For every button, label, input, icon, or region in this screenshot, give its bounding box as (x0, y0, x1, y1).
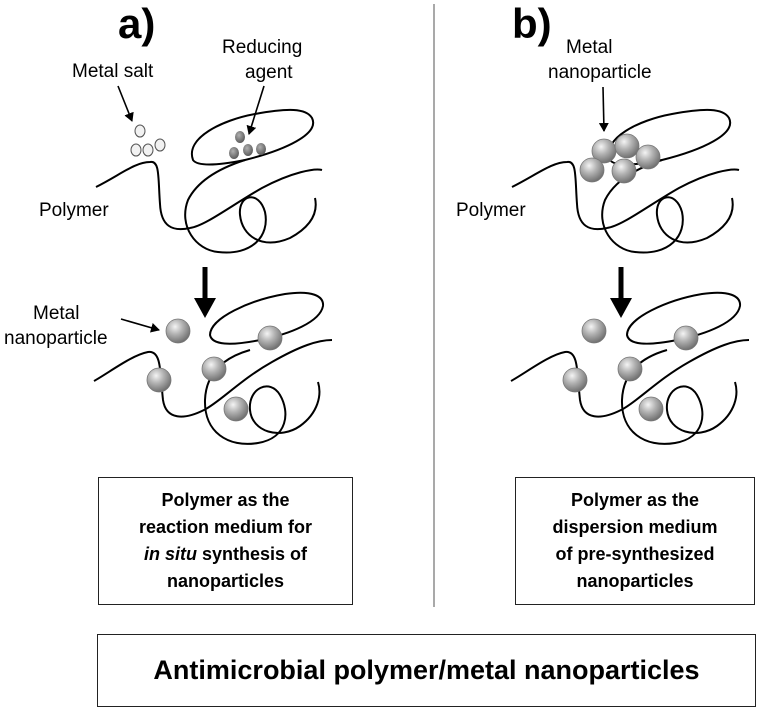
caption-a-line3: in situ synthesis of (144, 541, 307, 568)
caption-b-line3: of pre-synthesized (555, 544, 715, 564)
nanoparticle (257, 325, 283, 351)
nanoparticle (146, 367, 172, 393)
caption-a-line3-rest: synthesis of (196, 544, 308, 564)
nanoparticle (223, 396, 249, 422)
caption-a-line2: reaction medium for (138, 517, 313, 537)
metal-salt-dots (130, 124, 166, 157)
nanoparticles-b (562, 318, 699, 422)
nanoparticle-arrow-a (120, 318, 160, 333)
nanoparticle (673, 325, 699, 351)
nanoparticles-a (146, 318, 283, 422)
polymer-chains-b-bottom (510, 291, 750, 445)
polymer-label-b: Polymer (456, 200, 526, 221)
nanoparticle (638, 396, 664, 422)
caption-b-line4: nanoparticles (576, 571, 694, 591)
nanoparticles-b-cluster (579, 133, 661, 184)
metal-salt-arrow (117, 85, 134, 122)
nanoparticle (562, 367, 588, 393)
caption-box-in-situ: Polymer as the reaction medium for in si… (98, 477, 353, 605)
nanoparticle (165, 318, 191, 344)
nanoparticle (581, 318, 607, 344)
nanoparticle-label-a-line1: Metal (33, 303, 79, 324)
polymer-chains-a-top (95, 108, 323, 254)
reducing-agent-arrow (246, 85, 265, 135)
reducing-agent-label-line1: Reducing (222, 37, 302, 58)
caption-b-line2: dispersion medium (552, 517, 718, 537)
footer-title-box: Antimicrobial polymer/metal nanoparticle… (97, 634, 756, 707)
polymer-chains-a-bottom (93, 291, 333, 445)
polymer-label-a: Polymer (39, 200, 109, 221)
nanoparticle (611, 158, 637, 184)
nanoparticle-label-b-line1: Metal (566, 37, 612, 58)
nanoparticle (614, 133, 640, 159)
caption-box-dispersion: Polymer as the dispersion medium of pre-… (515, 477, 755, 605)
nanoparticle (617, 356, 643, 382)
panel-a-letter: a) (118, 0, 155, 47)
nanoparticle (201, 356, 227, 382)
nanoparticle (579, 157, 605, 183)
nanoparticle (635, 144, 661, 170)
caption-a-line4: nanoparticles (166, 571, 285, 591)
nanoparticle-arrow-b (598, 86, 609, 132)
down-arrow-b (610, 267, 632, 318)
caption-a-line3-italic: in situ (143, 544, 197, 564)
down-arrow-a (194, 267, 216, 318)
caption-b-line1: Polymer as the (570, 490, 700, 510)
panel-b-letter: b) (512, 0, 552, 47)
nanoparticle-label-a-line2: nanoparticle (4, 328, 108, 349)
reducing-agent-label-line2: agent (245, 62, 293, 83)
footer-title: Antimicrobial polymer/metal nanoparticle… (153, 655, 700, 685)
caption-a-line1: Polymer as the (161, 490, 290, 510)
metal-salt-label: Metal salt (72, 61, 154, 82)
nanoparticle-label-b-line2: nanoparticle (548, 62, 652, 83)
reducing-agent-dots (229, 131, 266, 159)
